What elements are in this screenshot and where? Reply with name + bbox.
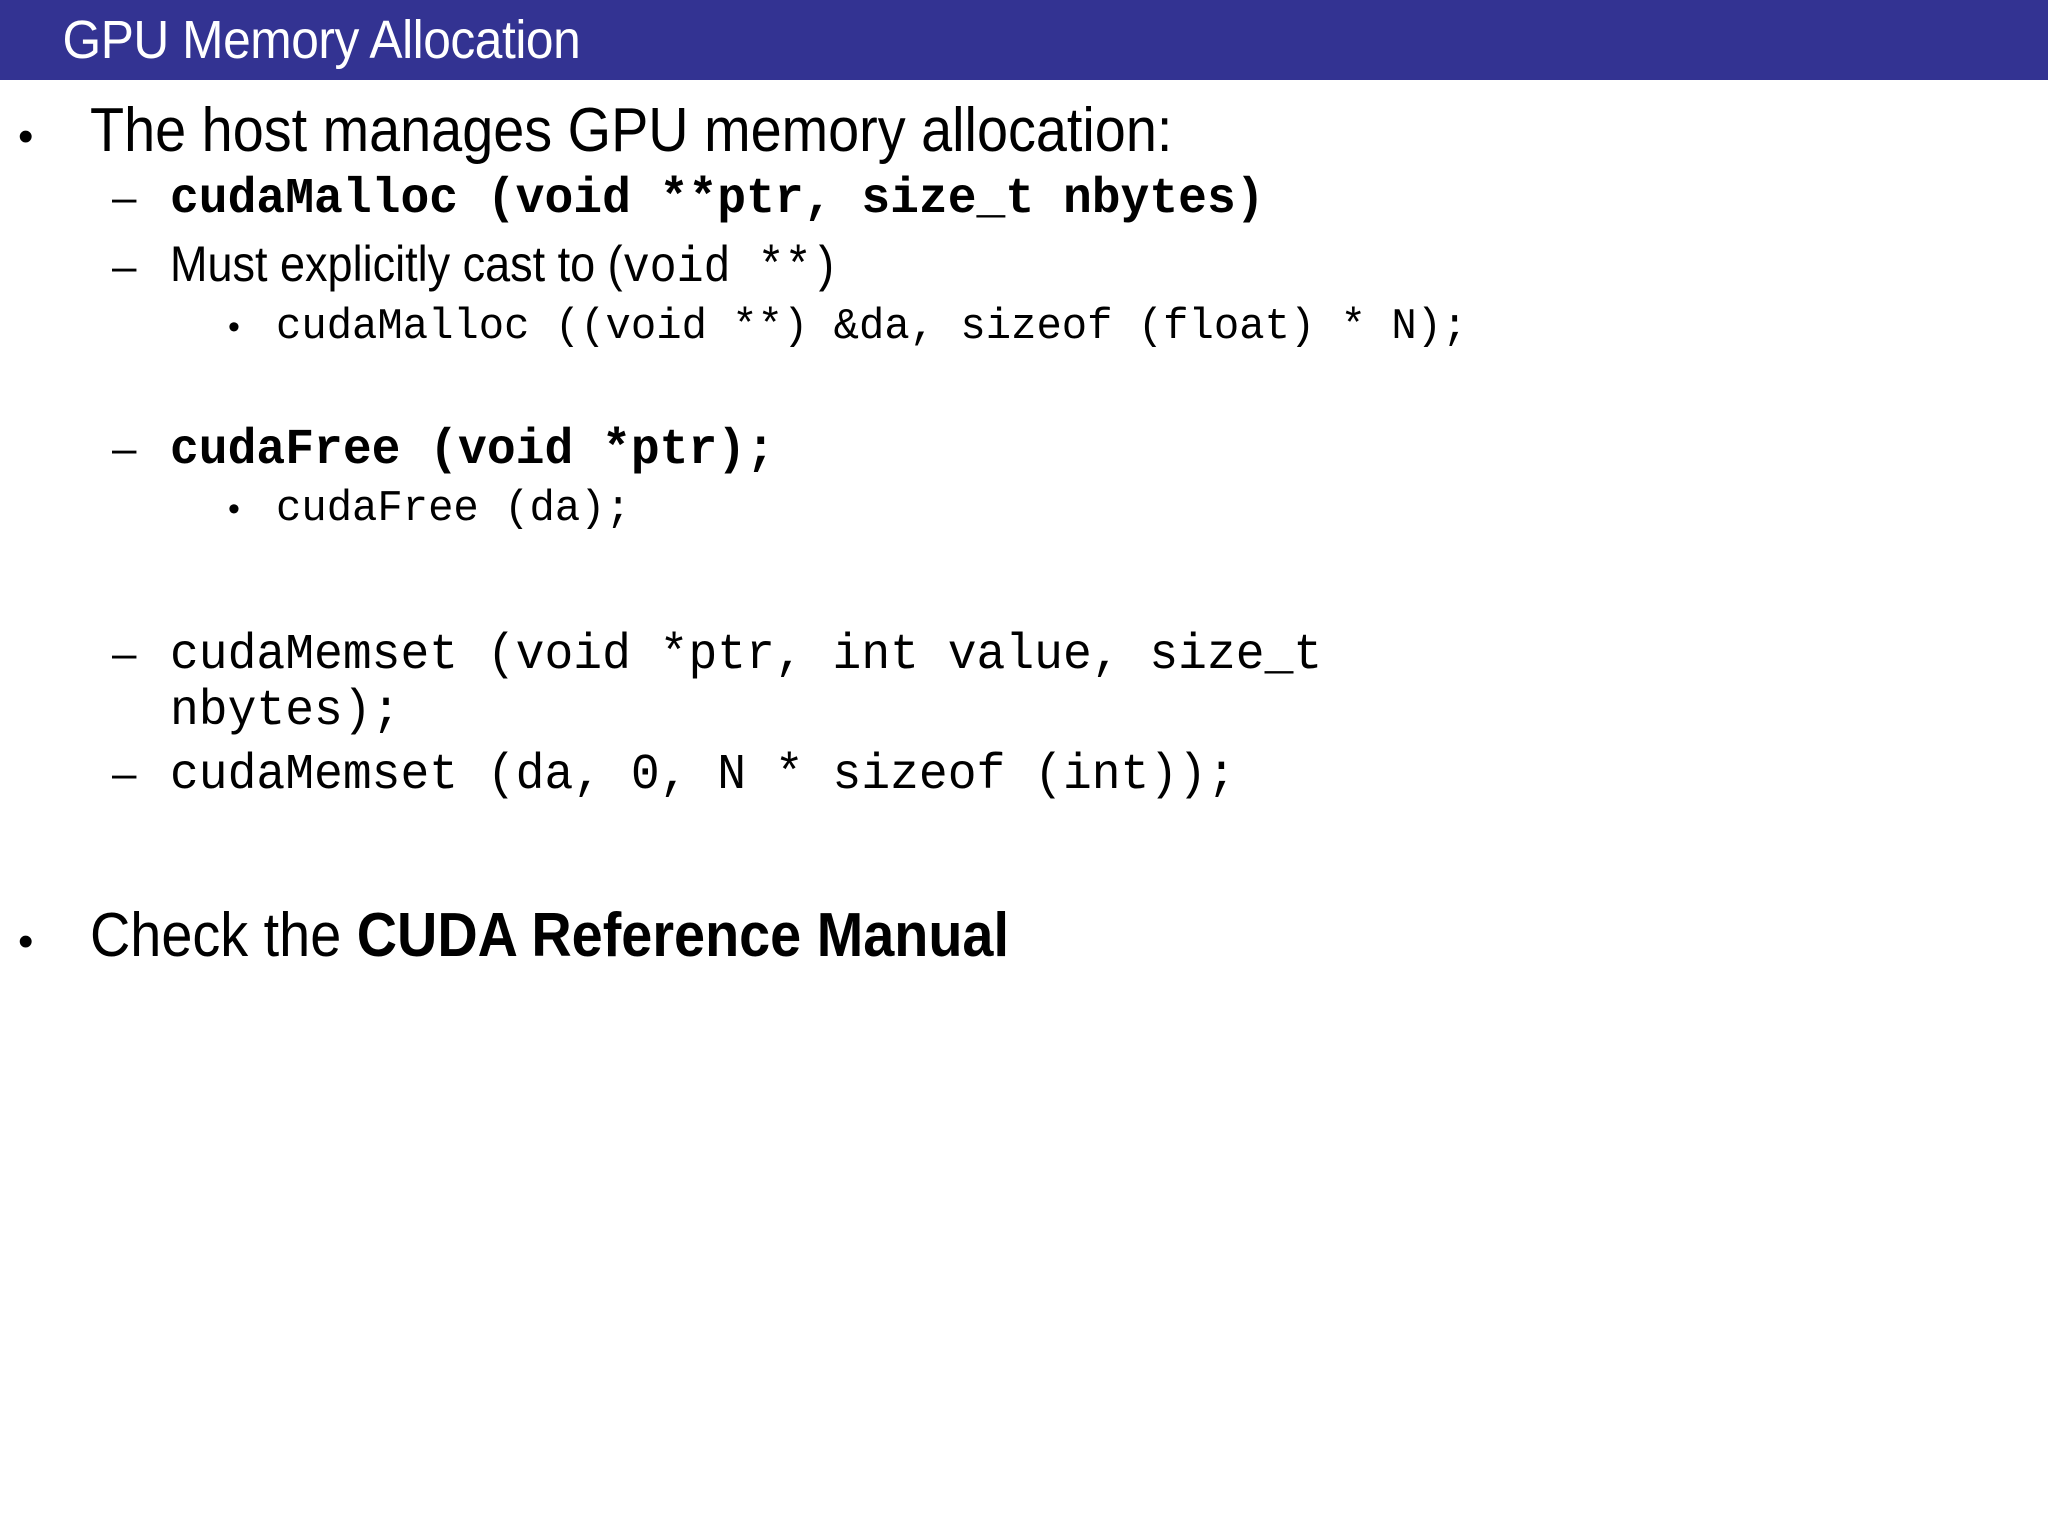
bullet-glyph-level2: – <box>112 629 137 679</box>
bullet-item-cuda-malloc-signature: – cudaMalloc (void **ptr, size_t nbytes) <box>0 173 2048 227</box>
bullet-item-cuda-free-signature: – cudaFree (void *ptr); <box>0 421 2048 479</box>
cast-note-code: void **) <box>622 240 839 298</box>
bullet-item-cuda-malloc-example: • cudaMalloc ((void **) &da, sizeof (flo… <box>0 304 2048 352</box>
bullet-glyph-level2: – <box>112 749 137 799</box>
slide-content: • The host manages GPU memory allocation… <box>0 84 2048 1536</box>
bullet-item-cuda-free-example: • cudaFree (da); <box>0 483 2048 534</box>
spacer <box>0 352 2048 414</box>
bullet-glyph-level2: – <box>112 423 137 473</box>
bullet-glyph-level2: – <box>112 242 137 292</box>
cast-note-prose: Must explicitly cast to ( <box>170 236 623 293</box>
code-cuda-free-example: cudaFree (da); <box>276 483 631 534</box>
code-cuda-memset-example: cudaMemset (da, 0, N * sizeof (int)); <box>170 747 1236 805</box>
bullet-item-cuda-memset-signature-cont: nbytes); <box>0 685 2048 739</box>
bullet-item-cuda-memset-example: – cudaMemset (da, 0, N * sizeof (int)); <box>0 749 2048 803</box>
bullet-text-intro: The host manages GPU memory allocation: <box>90 96 1173 165</box>
code-cuda-malloc-example: cudaMalloc ((void **) &da, sizeof (float… <box>276 302 1468 353</box>
bullet-text-closing: Check the CUDA Reference Manual <box>90 903 1009 968</box>
bullet-item-closing: • Check the CUDA Reference Manual <box>0 903 2048 968</box>
bullet-item-cuda-memset-signature: – cudaMemset (void *ptr, int value, size… <box>0 629 2048 683</box>
bullet-glyph-level1: • <box>18 112 34 161</box>
spacer <box>0 533 2048 619</box>
slide-title-bar: GPU Memory Allocation <box>0 0 2048 80</box>
bullet-item-cast-note: – Must explicitly cast to (void **) <box>0 237 2048 296</box>
spacer <box>0 803 2048 889</box>
bullet-glyph-level2: – <box>112 173 137 223</box>
code-cuda-memset-signature-cont: nbytes); <box>170 683 401 741</box>
bullet-item-intro: • The host manages GPU memory allocation… <box>0 98 2048 163</box>
bullet-glyph-level1: • <box>18 917 34 967</box>
bullet-glyph-level3: • <box>228 308 240 347</box>
code-cuda-free-signature: cudaFree (void *ptr); <box>170 421 775 479</box>
closing-prose: Check the <box>90 901 357 971</box>
closing-emphasis: CUDA Reference Manual <box>356 901 1009 971</box>
code-cuda-memset-signature: cudaMemset (void *ptr, int value, size_t <box>170 627 1323 685</box>
page-title: GPU Memory Allocation <box>62 10 581 70</box>
bullet-text-cast-note: Must explicitly cast to (void **) <box>170 237 839 296</box>
bullet-glyph-level3: • <box>228 489 240 528</box>
code-cuda-malloc-signature: cudaMalloc (void **ptr, size_t nbytes) <box>170 171 1265 229</box>
